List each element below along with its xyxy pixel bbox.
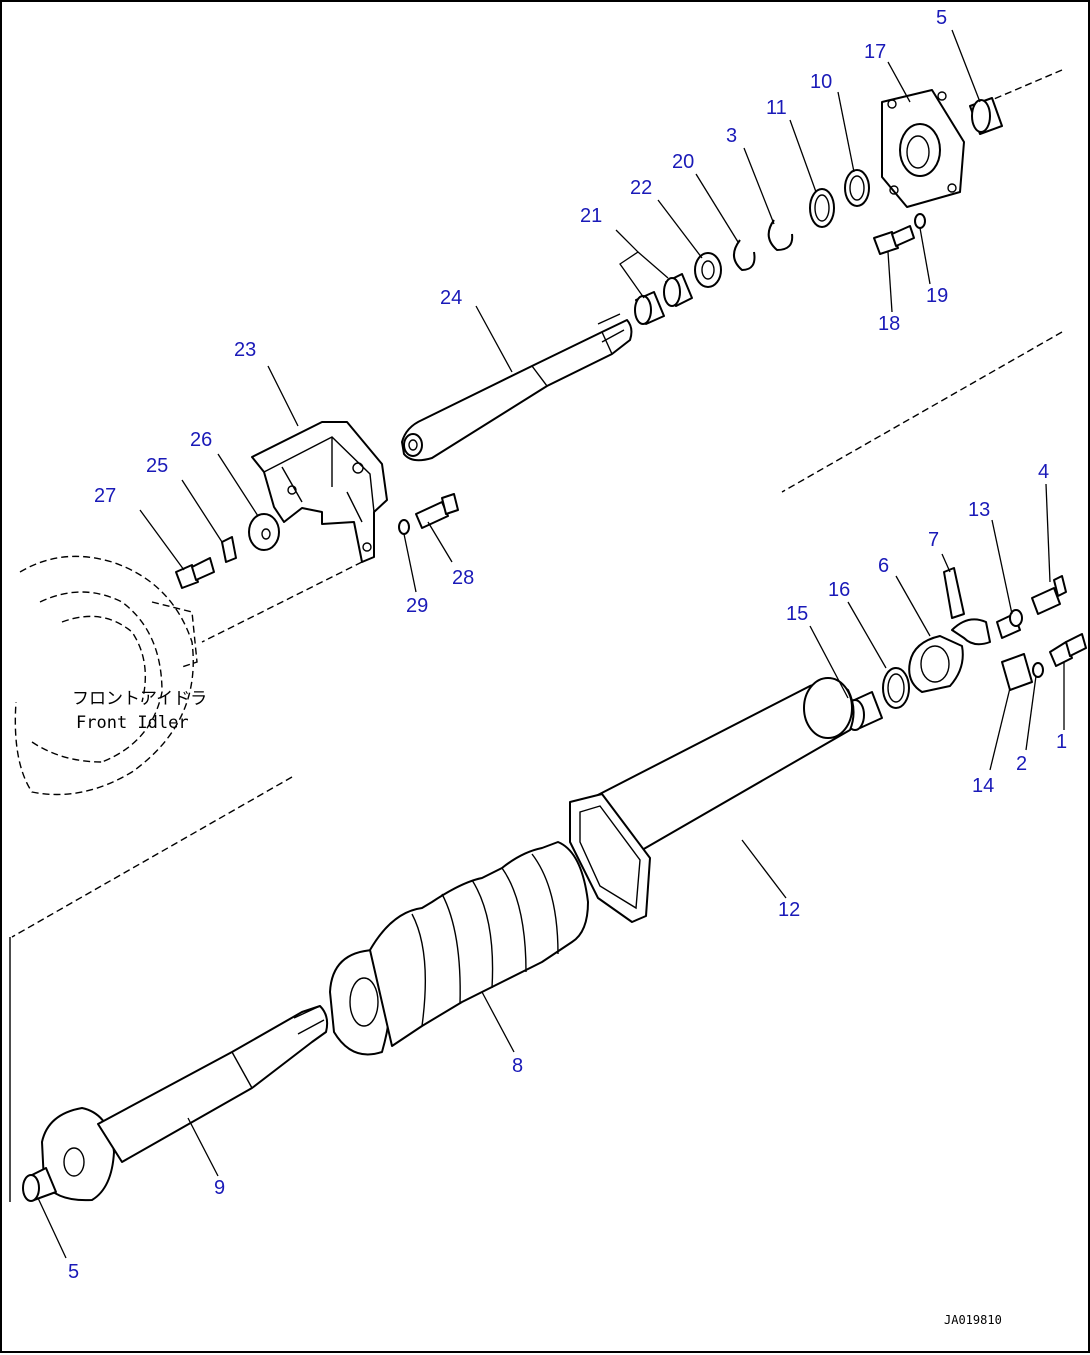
part-25-lock [221,536,237,563]
callout-4: 4 [1038,461,1049,483]
callout-21: 21 [580,205,602,227]
callout-10: 10 [810,71,832,93]
callout-15: 15 [786,603,808,625]
part-4-grease-fitting [1031,575,1067,615]
callout-1: 1 [1056,731,1067,753]
part-21-bushings [634,273,693,325]
callout-27: 27 [94,485,116,507]
part-9-rod [41,1005,329,1202]
part-19-washer [914,213,926,229]
callout-28: 28 [452,567,474,589]
part-8-spring [329,841,589,1056]
part-12-housing [569,677,855,923]
front-idler-reference: フロントアイドラ Front Idler [14,555,207,796]
callout-25: 25 [146,455,168,477]
part-16-ring [882,667,910,709]
part-1-bolt [1049,633,1087,667]
part-18-bolt [873,225,915,255]
part-17-cover [881,89,965,208]
center-lines [9,69,1063,1202]
front-idler-label-en: Front Idler [76,713,189,733]
part-23-yoke [251,421,388,563]
part-3-snap-ring [767,219,794,251]
drawing-code: JA019810 [944,1313,1002,1327]
callout-23: 23 [234,339,256,361]
callout-14: 14 [972,775,994,797]
callout-12: 12 [778,899,800,921]
part-5-bushing-top [969,97,1003,135]
part-2-washer [1032,662,1044,678]
callout-5-top: 5 [936,7,947,29]
part-11-ring [809,188,835,228]
callout-19: 19 [926,285,948,307]
callout-29: 29 [406,595,428,617]
callout-16: 16 [828,579,850,601]
part-callouts: 5 17 10 11 3 20 22 21 19 18 24 23 26 25 … [68,7,1067,1283]
callout-2: 2 [1016,753,1027,775]
callout-6: 6 [878,555,889,577]
callout-11: 11 [766,97,787,119]
part-27-bolt [175,557,215,589]
part-6-nut [908,635,964,693]
callout-26: 26 [190,429,212,451]
callout-7: 7 [928,529,939,551]
callout-3: 3 [726,125,737,147]
part-29-washer [398,519,410,535]
leader-lines [37,29,1065,1259]
part-26-plate [248,513,280,551]
part-13-fitting [996,609,1023,639]
part-5-bushing-bottom [22,1167,57,1202]
part-24-cylinder [401,313,633,462]
part-10-ring [844,169,870,207]
callout-17: 17 [864,41,886,63]
part-28-bolt [415,493,459,529]
front-idler-label-jp: フロントアイドラ [72,689,207,709]
part-7-lock [943,567,991,646]
callout-8: 8 [512,1055,523,1077]
callout-20: 20 [672,151,694,173]
callout-13: 13 [968,499,990,521]
part-22-nut [694,252,722,288]
part-14-plate [1001,653,1033,691]
callout-24: 24 [440,287,462,309]
callout-18: 18 [878,313,900,335]
callout-22: 22 [630,177,652,199]
callout-5-bottom: 5 [68,1261,79,1283]
callout-9: 9 [214,1177,225,1199]
part-20-snap-ring [733,239,756,271]
